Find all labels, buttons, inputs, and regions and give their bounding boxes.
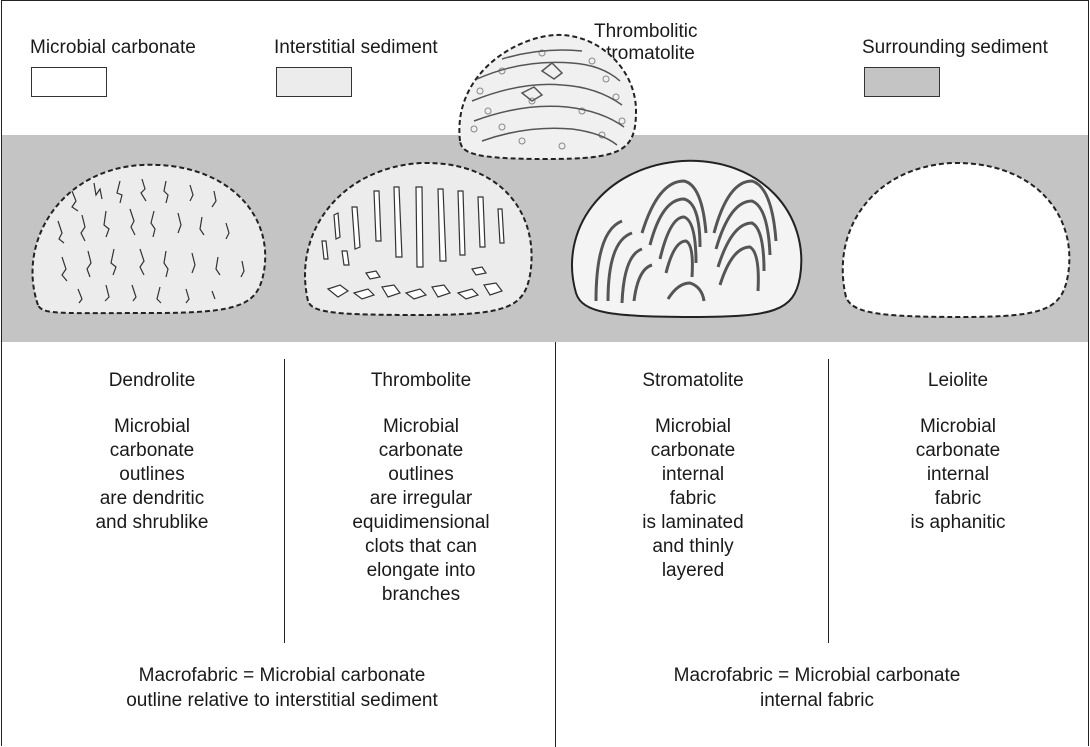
divider-stromatolite-leiolite xyxy=(828,359,829,643)
column-dendrolite: Dendrolite Microbial carbonate outlines … xyxy=(32,369,272,535)
column-stromatolite-name: Stromatolite xyxy=(568,369,818,393)
column-leiolite-description: Microbial carbonate internal fabric is a… xyxy=(840,415,1076,535)
column-dendrolite-description: Microbial carbonate outlines are dendrit… xyxy=(32,415,272,535)
column-dendrolite-name: Dendrolite xyxy=(32,369,272,393)
column-thrombolite-name: Thrombolite xyxy=(298,369,544,393)
column-thrombolite: Thrombolite Microbial carbonate outlines… xyxy=(298,369,544,607)
divider-center xyxy=(555,342,556,747)
column-stromatolite: Stromatolite Microbial carbonate interna… xyxy=(568,369,818,583)
column-thrombolite-description: Microbial carbonate outlines are irregul… xyxy=(298,415,544,607)
stromatolite-figure xyxy=(572,161,801,317)
column-leiolite-name: Leiolite xyxy=(840,369,1076,393)
thrombolite-figure xyxy=(305,163,532,315)
macrofabric-left-caption: Macrofabric = Microbial carbonate outlin… xyxy=(62,663,502,713)
divider-dendrolite-thrombolite xyxy=(284,359,285,643)
dendrolite-figure xyxy=(33,165,266,313)
column-leiolite: Leiolite Microbial carbonate internal fa… xyxy=(840,369,1076,535)
column-stromatolite-description: Microbial carbonate internal fabric is l… xyxy=(568,415,818,583)
leiolite-figure xyxy=(843,163,1070,317)
thrombolitic-stromatolite-figure xyxy=(459,35,636,159)
macrofabric-right-caption: Macrofabric = Microbial carbonate intern… xyxy=(602,663,1032,713)
